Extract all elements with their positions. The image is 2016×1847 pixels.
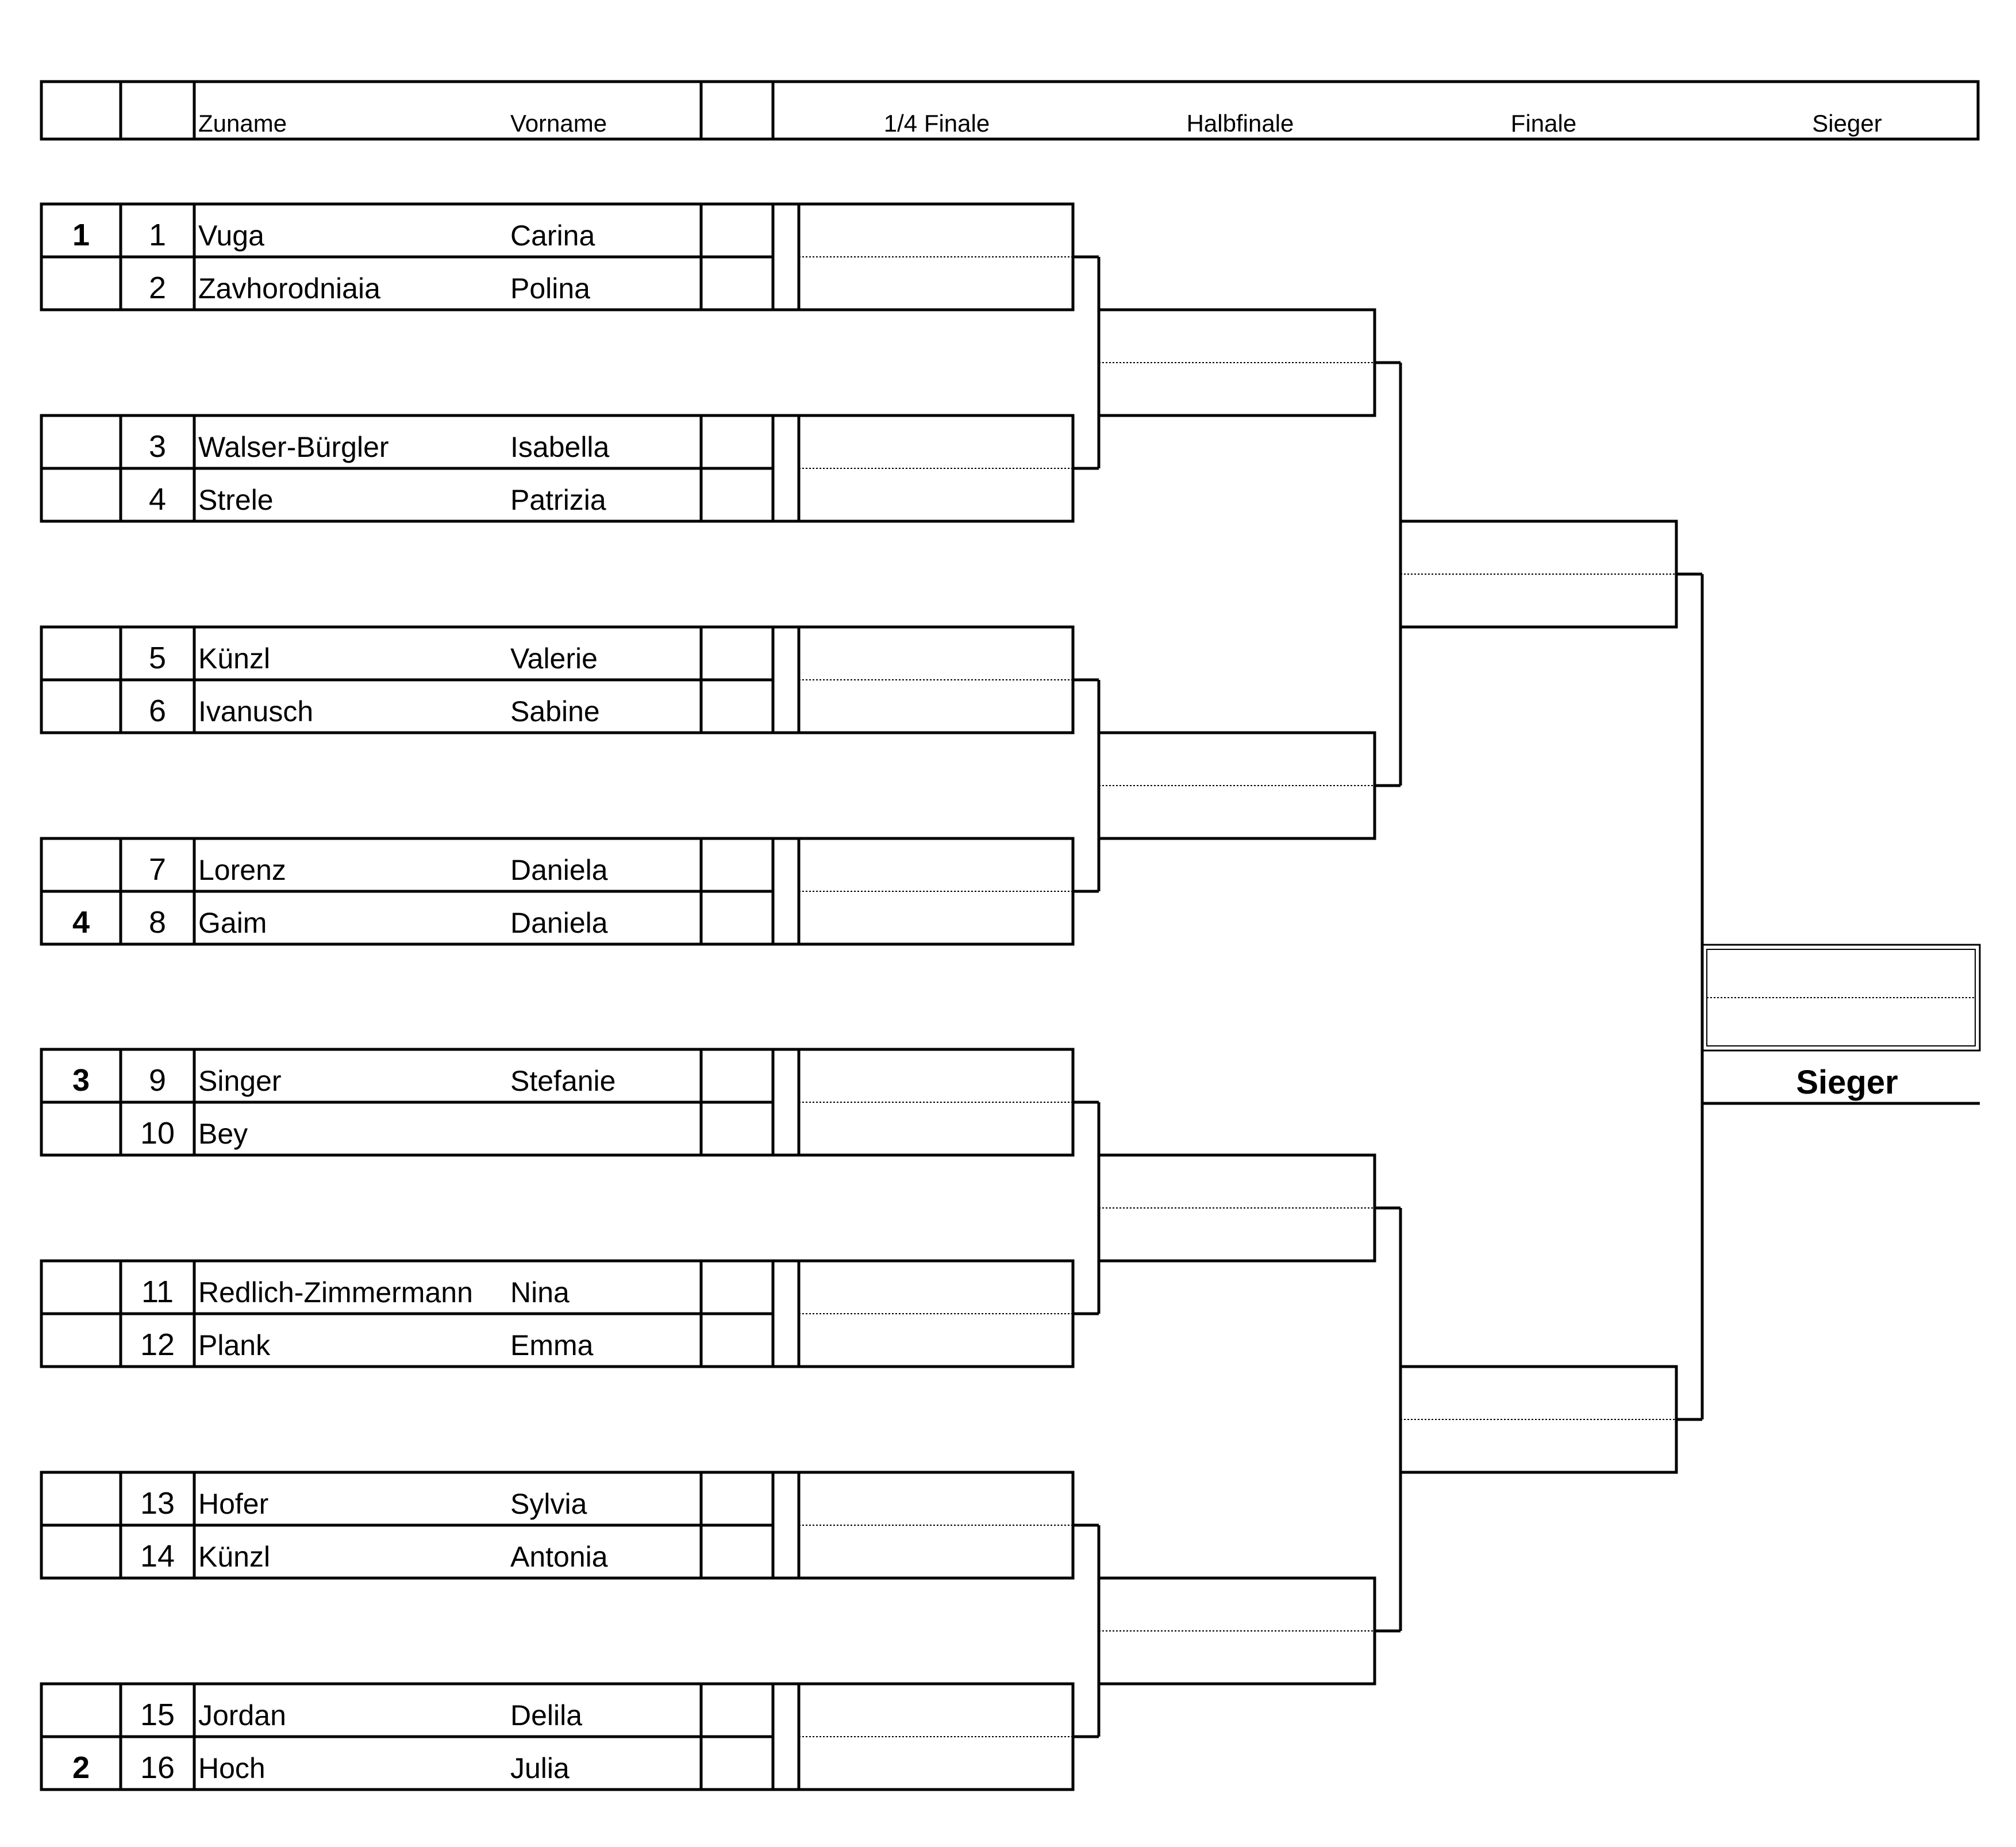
player-firstname: Polina (510, 272, 590, 305)
player-surname: Lorenz (198, 854, 286, 886)
player-firstname: Antonia (510, 1541, 608, 1573)
player-firstname: Sylvia (510, 1488, 587, 1520)
vorname-header: Vorname (510, 110, 607, 137)
player-number: 3 (149, 429, 166, 464)
player-surname: Redlich-Zimmermann (198, 1276, 473, 1309)
player-firstname: Delila (510, 1699, 582, 1731)
player-firstname: Nina (510, 1276, 570, 1309)
seed-number: 3 (72, 1063, 90, 1098)
seed-number: 1 (72, 218, 90, 252)
player-surname: Zavhorodniaia (198, 272, 380, 305)
player-surname: Singer (198, 1065, 282, 1097)
player-surname: Gaim (198, 907, 267, 939)
player-firstname: Emma (510, 1329, 594, 1361)
player-firstname: Isabella (510, 431, 610, 463)
player-number: 6 (149, 694, 166, 728)
player-surname: Strele (198, 484, 274, 516)
player-surname: Vuga (198, 220, 264, 252)
header-bar: Zuname Vorname 1/4 Finale Halbfinale Fin… (198, 110, 1882, 137)
player-number: 7 (149, 852, 166, 887)
player-surname: Jordan (198, 1699, 286, 1731)
seed-number: 2 (72, 1750, 90, 1785)
player-firstname: Carina (510, 220, 595, 252)
header-frame (40, 80, 1980, 141)
player-number: 4 (149, 482, 166, 517)
semifinal-header: Halbfinale (1187, 110, 1294, 137)
player-number: 11 (141, 1275, 174, 1309)
player-surname: Hofer (198, 1488, 268, 1520)
player-surname: Ivanusch (198, 695, 313, 728)
quarterfinal-header: 1/4 Finale (884, 110, 990, 137)
player-firstname: Daniela (510, 854, 608, 886)
player-number: 12 (140, 1327, 175, 1362)
player-number: 15 (140, 1698, 175, 1732)
zuname-header: Zuname (198, 110, 287, 137)
player-surname: Künzl (198, 1541, 270, 1573)
player-firstname: Sabine (510, 695, 600, 728)
winner-label: Sieger (1796, 1064, 1898, 1101)
winner-box-outer (1701, 944, 1981, 1052)
player-firstname: Patrizia (510, 484, 606, 516)
player-surname: Künzl (198, 642, 270, 675)
player-number: 16 (140, 1750, 175, 1785)
bracket-lines (40, 80, 1981, 1791)
player-surname: Walser-Bürgler (198, 431, 389, 463)
player-number: 2 (149, 271, 166, 305)
player-surname: Hoch (198, 1752, 266, 1784)
player-number: 5 (149, 641, 166, 675)
player-surname: Bey (198, 1118, 248, 1150)
player-number: 1 (149, 218, 166, 252)
player-surname: Plank (198, 1329, 271, 1361)
player-firstname: Daniela (510, 907, 608, 939)
player-number: 13 (140, 1486, 175, 1521)
winner-header: Sieger (1812, 110, 1882, 137)
player-firstname: Julia (510, 1752, 570, 1784)
player-firstname: Valerie (510, 642, 598, 675)
player-number: 8 (149, 905, 166, 940)
player-number: 10 (140, 1116, 175, 1150)
player-number: 14 (140, 1539, 175, 1573)
final-header: Finale (1511, 110, 1576, 137)
player-firstname: Stefanie (510, 1065, 615, 1097)
seed-number: 4 (72, 905, 90, 940)
player-number: 9 (149, 1063, 166, 1098)
